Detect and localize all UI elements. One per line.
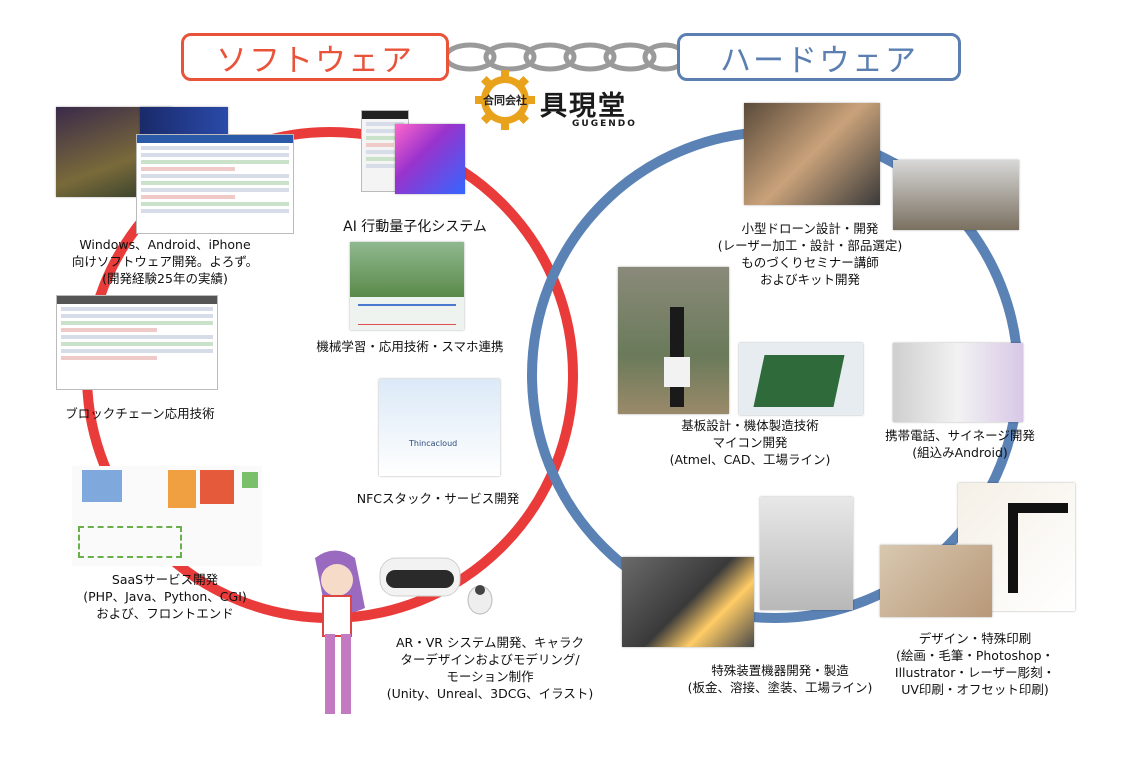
special-equipment-text: 特殊装置機器開発・製造 (板金、溶接、塗装、工場ライン): [687, 663, 873, 695]
saas-text: SaaSサービス開発 (PHP、Java、Python、CGI) および、フロン…: [83, 572, 247, 621]
mobile-phones-photo-image: [893, 343, 1023, 422]
software-heading-text: ソフトウェア: [216, 42, 414, 79]
nfc-logo-label: Thincacloud: [409, 439, 458, 448]
ml-text: 機械学習・応用技術・スマホ連携: [316, 339, 504, 354]
device-field-photo-image: [618, 267, 729, 414]
company-type-label: 合同会社: [483, 94, 527, 107]
character-illustration-image: [315, 550, 365, 714]
software-heading: ソフトウェア: [181, 33, 449, 81]
design-print-text: デザイン・特殊印刷 (絵画・毛筆・Photoshop・ Illustrator・…: [894, 631, 1056, 697]
blockchain-screenshot-image: [56, 295, 218, 390]
ai-phones-illustration-image: [395, 124, 465, 194]
drone-text: 小型ドローン設計・開発 (レーザー加工・設計・部品選定) ものづくりセミナー講師…: [717, 221, 903, 287]
company-name-label: 具現堂: [540, 91, 627, 122]
ai-system-title: AI 行動量子化システム: [343, 219, 487, 235]
ml-video-image: [350, 242, 464, 330]
nfc-diagram-image: Thincacloud: [379, 379, 500, 476]
phone-text: 携帯電話、サイネージ開発 (組込みAndroid): [885, 428, 1035, 460]
hardware-heading-text: ハードウェア: [720, 42, 918, 79]
nfc-text: NFCスタック・サービス開発: [356, 491, 520, 506]
windows-dev-text: Windows、Android、iPhone 向けソフトウェア開発。よろず。 (…: [71, 237, 259, 286]
vr-headset-icon: [379, 557, 493, 615]
pcb-render-image: [739, 343, 863, 415]
chain-icon: [443, 42, 688, 72]
vr-chair-photo-image: [760, 497, 853, 610]
arvr-text: AR・VR システム開発、キャラク ターデザインおよびモデリング/ モーション制…: [386, 635, 594, 701]
pcb-text: 基板設計・機体製造技術 マイコン開発 (Atmel、CAD、工場ライン): [669, 418, 831, 467]
welding-photo-image: [622, 557, 754, 647]
seminar-photo-image: [893, 160, 1019, 230]
print-samples-photo-image: [880, 545, 992, 617]
windows-app-screenshot-image: [136, 134, 294, 234]
saas-diagram-image: [72, 466, 262, 566]
company-romaji-label: GUGENDO: [572, 119, 637, 129]
gear-logo-icon: [475, 70, 535, 130]
blockchain-text: ブロックチェーン応用技術: [65, 406, 215, 421]
drone-photo-image: [744, 103, 880, 205]
hardware-heading: ハードウェア: [677, 33, 961, 81]
